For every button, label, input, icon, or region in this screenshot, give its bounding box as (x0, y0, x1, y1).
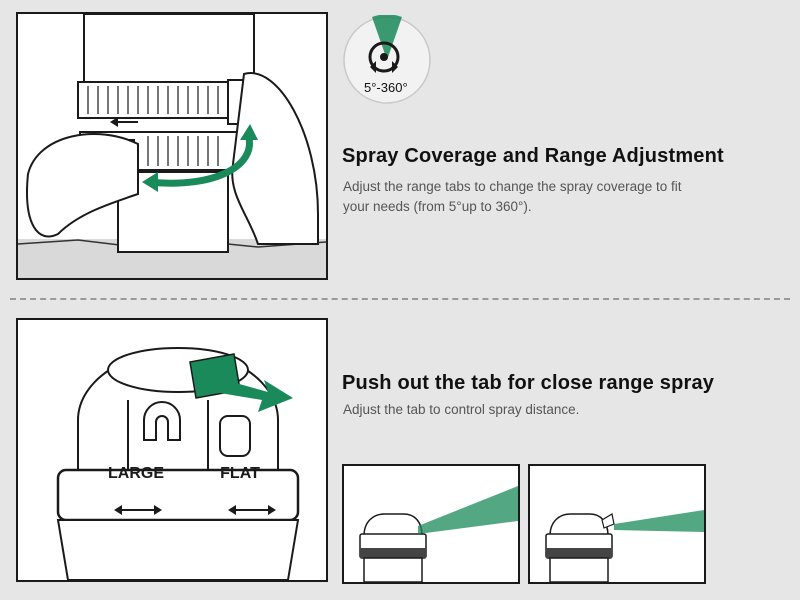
nozzle-label-flat: FLAT (220, 465, 260, 482)
u-nozzle-icon (143, 401, 181, 441)
push-arrow-icon (214, 378, 293, 412)
description-line: Adjust the range tabs to change the spra… (343, 179, 682, 194)
double-arrow-icon (114, 505, 276, 515)
section-divider (10, 298, 790, 300)
section-title-distance: Push out the tab for close range spray (342, 372, 715, 394)
section-title-coverage: Spray Coverage and Range Adjustment (342, 145, 724, 167)
nozzle-label-large: LARGE (108, 465, 164, 482)
far-spray-illustration (342, 464, 520, 584)
push-tab-illustration: LARGE FLAT (16, 318, 328, 582)
rotation-arrow-icon (343, 15, 431, 104)
section-description-coverage: Adjust the range tabs to change the spra… (343, 177, 763, 217)
section-description-distance: Adjust the tab to control spray distance… (343, 402, 580, 417)
description-line: your needs (from 5°up to 360°). (343, 199, 532, 214)
range-adjust-illustration (16, 12, 328, 280)
close-spray-illustration (528, 464, 706, 584)
coverage-range-label: 5°-360° (364, 80, 408, 95)
